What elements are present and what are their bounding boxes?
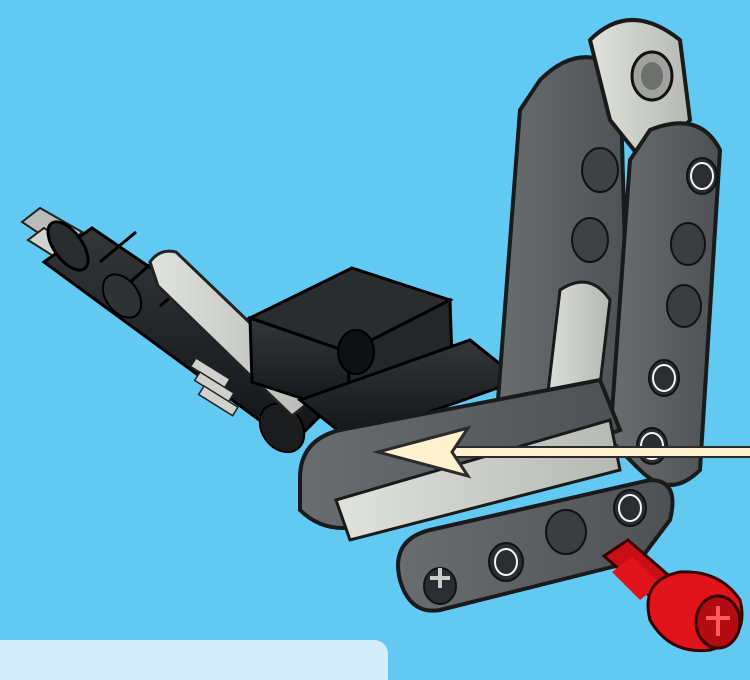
instruction-footer-panel bbox=[0, 640, 388, 680]
pin-icon bbox=[604, 540, 742, 651]
vertical-beam-front bbox=[610, 123, 720, 485]
